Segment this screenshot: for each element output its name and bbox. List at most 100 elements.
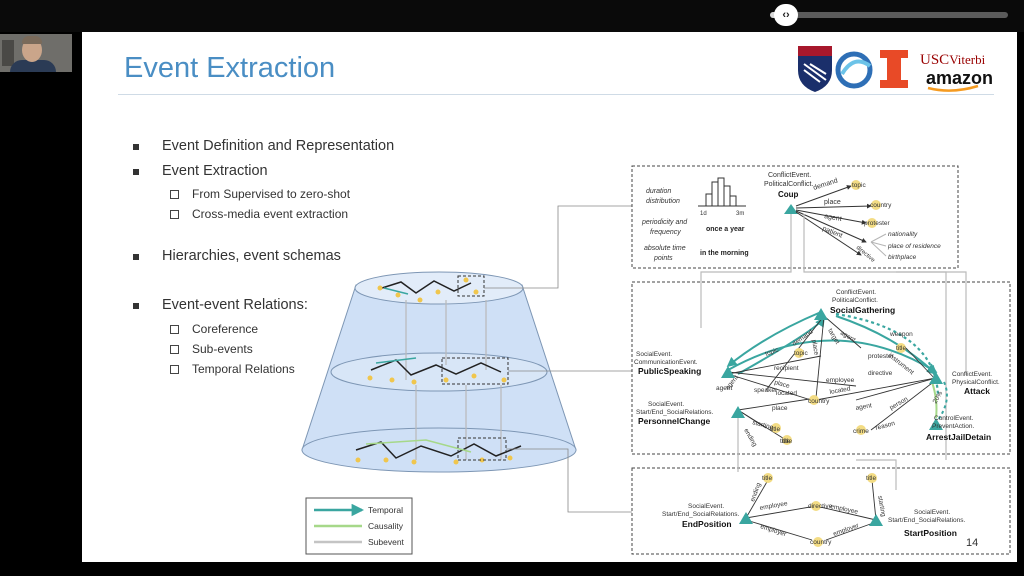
sub-bullet-text: Temporal Relations (192, 362, 295, 376)
presenter-body (10, 60, 56, 72)
position-schema-box: ending title employee directive employee… (631, 418, 1011, 555)
hierarchy-cone (301, 271, 577, 473)
temporal-label: frequency (650, 229, 681, 236)
edge-label: employee (826, 377, 855, 384)
edge-label: speaker (754, 387, 778, 394)
edge-label: employee (830, 503, 859, 516)
event-type-label: PoliticalConflict. (764, 181, 813, 188)
edge-label: place (773, 379, 790, 390)
argument-label: topic (852, 182, 866, 189)
webcam-background (2, 40, 14, 66)
edge-label: topic (794, 350, 808, 357)
edge-label: located (776, 390, 797, 397)
edge-label: protester (868, 353, 894, 360)
event-type-label: PhysicalConflict. (952, 379, 1000, 386)
temporal-label: points (653, 255, 673, 262)
temporal-label: distribution (646, 198, 680, 205)
edge-label: 20% (932, 390, 945, 405)
legend-label: Temporal (368, 505, 403, 515)
edge-label: directive (808, 503, 833, 510)
cone-connectors (484, 205, 632, 513)
cone-level-top-graph (377, 275, 485, 303)
event-type-label: SocialEvent. (914, 509, 950, 516)
bullet-text: Event-event Relations: (162, 297, 308, 313)
sub-bullet-text: Sub-events (192, 342, 253, 356)
event-node-coup (784, 204, 798, 214)
edge-label: place (810, 339, 820, 356)
edge-label: agent (716, 385, 732, 392)
page-number: 14 (966, 537, 979, 549)
edge-label: place (772, 405, 788, 412)
legend-label: Subevent (368, 537, 405, 547)
event-type-label: ConflictEvent. (952, 371, 992, 378)
bullet-text: Hierarchies, event schemas (162, 248, 341, 264)
event-type-label: ConflictEvent. (768, 172, 811, 179)
institution-logos: USCViterbi amazon (798, 46, 993, 92)
edge-label: title (866, 475, 877, 482)
edge-label: recipient (774, 365, 799, 372)
edge-label: person (889, 396, 910, 412)
argument-label: country (870, 202, 892, 209)
bullet-text: Event Extraction (162, 163, 268, 179)
penn-shield-logo (798, 46, 832, 92)
event-type-label: Start/End_SocialRelations. (888, 517, 966, 524)
argument-label: place of residence (887, 243, 941, 250)
event-name-attack: Attack (964, 386, 990, 396)
edge-label: title (770, 426, 781, 433)
slide: Event Extraction USCViterbi amazon Event… (82, 32, 1017, 562)
event-name-arrest: ArrestJailDetain (926, 432, 991, 442)
webcam-thumbnail[interactable] (0, 34, 72, 72)
presenter-head (22, 38, 42, 62)
event-type-label: Start/End_SocialRelations. (636, 409, 714, 416)
role-label: place (824, 199, 841, 206)
event-schema-box: topic demand place target agent instrume… (631, 214, 1011, 460)
edge-label: country (810, 539, 832, 546)
slide-title: Event Extraction (124, 52, 336, 84)
event-type-label: ControlEvent. (934, 415, 974, 422)
argument-label: protester (864, 220, 890, 227)
sub-bullet-text: Coreference (192, 322, 259, 336)
cone-level-middle-graph (367, 357, 509, 385)
event-type-label: PreventAction. (932, 423, 974, 430)
event-node-arrest (929, 418, 943, 430)
temporal-value: once a year (706, 226, 745, 233)
edge-label: reason (875, 420, 896, 432)
edge-label: employee (759, 500, 788, 512)
temporal-label: duration (646, 188, 671, 195)
hist-tick: 1d (700, 211, 707, 217)
amazon-smile-icon (927, 84, 979, 92)
edge-label: title (780, 438, 791, 445)
role-label: demand (812, 177, 838, 192)
video-progress-bar[interactable] (770, 12, 1008, 18)
illinois-swirl-logo (835, 51, 873, 89)
legend-label: Causality (368, 521, 404, 531)
event-node-attack (929, 372, 943, 384)
role-label: directive (855, 245, 876, 264)
event-type-label: Start/End_SocialRelations. (662, 511, 740, 518)
edge-label: target (826, 328, 840, 346)
event-node-public-speaking (721, 366, 735, 378)
edge-label: crime (853, 428, 869, 435)
event-node-social-gathering (814, 308, 828, 320)
edge-label: located (829, 385, 851, 396)
edge-label: ending (742, 428, 758, 449)
sub-bullet-text: From Supervised to zero-shot (192, 187, 351, 201)
expand-button[interactable]: ‹› (774, 4, 798, 26)
temporal-value: in the morning (700, 250, 749, 257)
event-name-end-position: EndPosition (682, 519, 732, 529)
event-type-label: CommunicationEvent. (634, 359, 698, 366)
amazon-logo-text: amazon (926, 68, 993, 88)
argument-label: nationality (888, 231, 918, 238)
edge-label: title (782, 438, 793, 445)
duration-histogram (698, 177, 746, 207)
event-name-personnel-change: PersonnelChange (638, 416, 711, 426)
edge-label: weapon (889, 331, 913, 338)
temporal-label: periodicity and (641, 219, 688, 226)
event-name-social-gathering: SocialGathering (830, 305, 895, 315)
sub-bullet-text: Cross-media event extraction (192, 207, 349, 221)
role-label: agent (824, 213, 843, 223)
event-node-personnel-change (731, 406, 745, 418)
edge-label: country (808, 398, 830, 405)
temporal-label: absolute time (644, 245, 686, 252)
edge-label: title (762, 475, 773, 482)
